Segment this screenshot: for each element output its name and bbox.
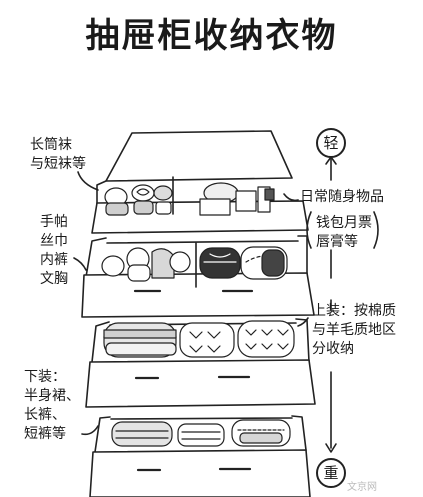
tops-line-2: 与羊毛质地区 (312, 322, 396, 338)
drawer-4 (89, 415, 311, 497)
daily-items-pointer (283, 193, 299, 202)
socks-line-1: 长筒袜 (30, 137, 72, 153)
socks-annotation: 长筒袜 与短袜等 (30, 136, 86, 174)
daily-examples-line-1: 钱包月票 (316, 215, 372, 231)
small-items-line-4: 文胸 (40, 271, 68, 287)
drawer-2 (81, 235, 315, 318)
daily-examples-bracket (306, 211, 312, 249)
daily-items-label: 日常随身物品 (300, 189, 384, 205)
socks-line-2: 与短袜等 (30, 156, 86, 172)
tops-line-1: 上装：按棉质 (312, 303, 396, 319)
drawer-1 (91, 130, 309, 234)
tops-annotation: 上装：按棉质 与羊毛质地区 分收纳 (312, 302, 396, 359)
daily-examples-line-2: 唇膏等 (316, 234, 358, 250)
watermark: 文京网 (347, 482, 377, 493)
tops-pointer (297, 317, 309, 327)
bottoms-pointer (81, 425, 99, 436)
light-weight-marker: 轻 (316, 128, 346, 158)
small-items-line-3: 内裤 (40, 252, 68, 268)
page-title: 抽屉柜收纳衣物 (85, 16, 338, 56)
daily-examples-annotation: 钱包月票 唇膏等 (316, 214, 372, 252)
bottoms-line-1: 下装： (24, 369, 66, 385)
socks-pointer (77, 171, 99, 191)
small-items-line-2: 丝巾 (40, 233, 68, 249)
small-items-annotation: 手帕 丝巾 内裤 文胸 (40, 213, 68, 289)
bottoms-line-2: 半身裙、 (24, 388, 80, 404)
drawer-3 (85, 318, 316, 408)
small-items-line-1: 手帕 (40, 214, 68, 230)
bottoms-line-4: 短裤等 (24, 426, 66, 442)
bottoms-line-3: 长裤、 (24, 407, 66, 423)
small-items-pointer (73, 257, 87, 271)
tops-line-3: 分收纳 (312, 341, 354, 357)
bottoms-annotation: 下装： 半身裙、 长裤、 短裤等 (24, 368, 80, 444)
heavy-weight-marker: 重 (316, 458, 346, 488)
